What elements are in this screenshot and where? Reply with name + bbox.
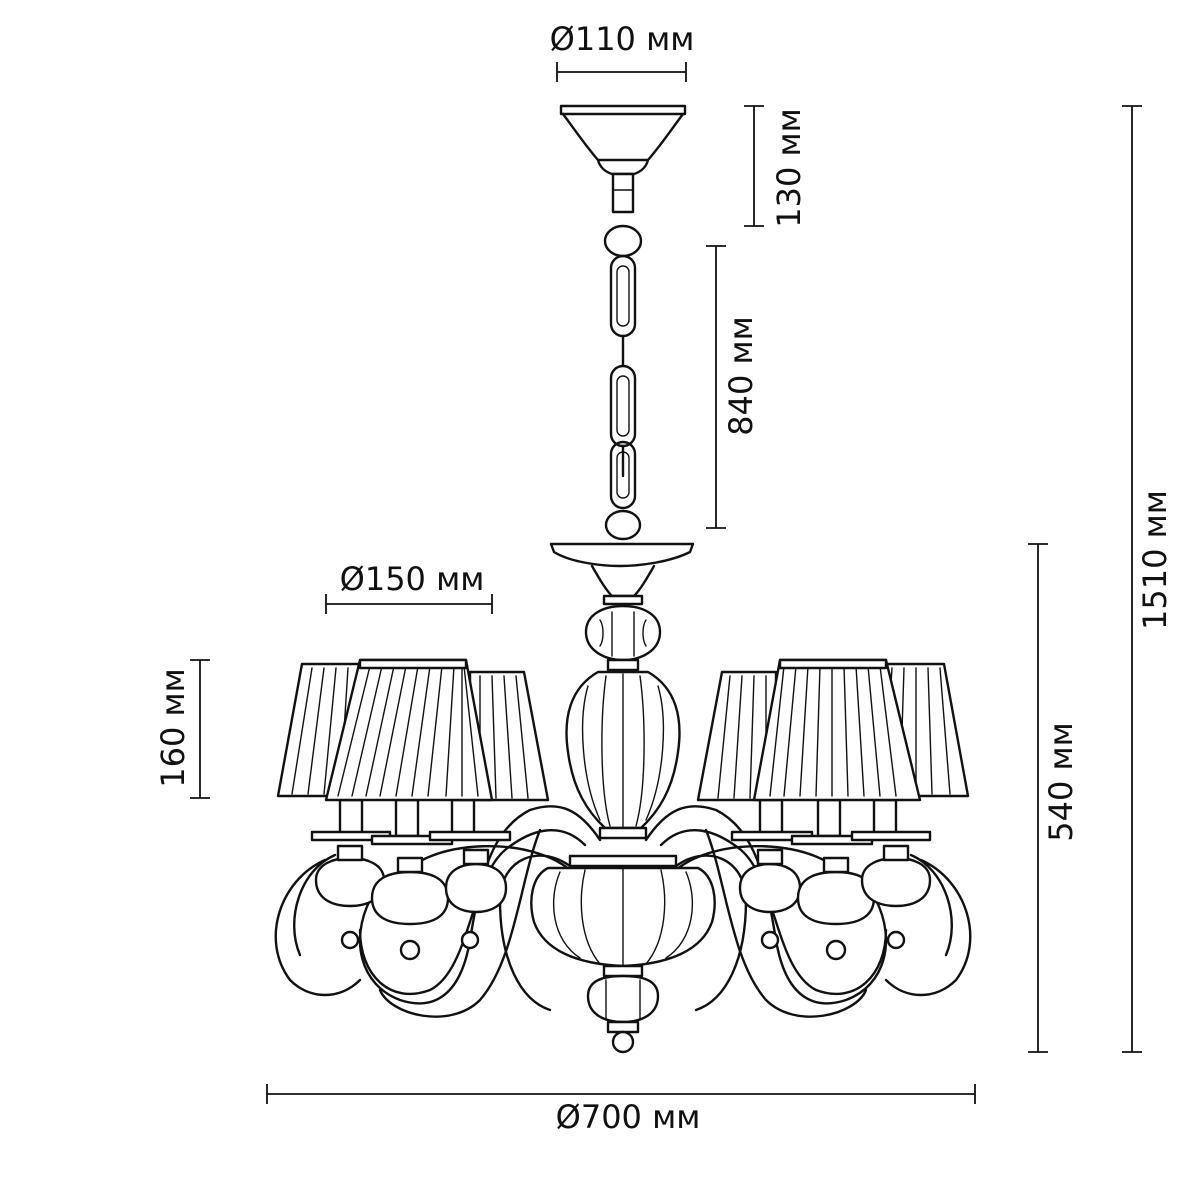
label-overall-diameter: Ø700 мм bbox=[556, 1098, 701, 1136]
left-shades bbox=[276, 658, 550, 961]
label-canopy-height: 130 мм bbox=[770, 108, 808, 228]
dimension-canopy-diameter: Ø110 мм bbox=[550, 20, 695, 82]
label-shade-diameter: Ø150 мм bbox=[340, 560, 485, 598]
shade-front-left bbox=[324, 658, 494, 802]
dimension-chain-length: 840 мм bbox=[706, 245, 760, 529]
chandelier-illustration bbox=[274, 104, 972, 1054]
right-shades bbox=[696, 658, 970, 961]
dimension-body-height: 540 мм bbox=[1028, 543, 1080, 1053]
label-body-height: 540 мм bbox=[1042, 722, 1080, 842]
label-chain-length: 840 мм bbox=[722, 316, 760, 436]
center-body bbox=[530, 854, 716, 1054]
dimension-overall-diameter: Ø700 мм bbox=[266, 1084, 976, 1136]
dimension-shade-diameter: Ø150 мм bbox=[325, 560, 493, 614]
chain bbox=[603, 224, 643, 541]
dimension-canopy-height: 130 мм bbox=[744, 105, 808, 228]
label-total-height: 1510 мм bbox=[1136, 490, 1174, 630]
ceiling-canopy bbox=[559, 104, 687, 214]
dimension-shade-height: 160 мм bbox=[154, 659, 210, 799]
label-canopy-diameter: Ø110 мм bbox=[550, 20, 695, 58]
label-shade-height: 160 мм bbox=[154, 668, 192, 788]
shade-front-right bbox=[752, 658, 922, 802]
center-stem bbox=[549, 542, 695, 840]
dimension-total-height: 1510 мм bbox=[1122, 105, 1174, 1053]
